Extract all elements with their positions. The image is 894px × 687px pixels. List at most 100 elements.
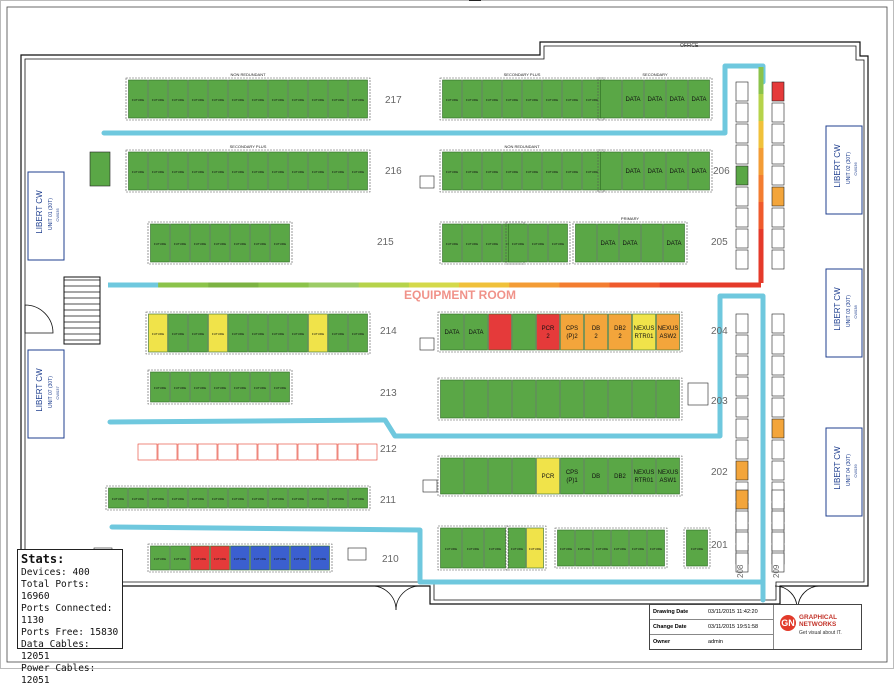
rack[interactable] (440, 457, 464, 495)
rack[interactable] (208, 151, 228, 191)
rack[interactable] (197, 443, 218, 461)
rack[interactable] (735, 207, 749, 228)
rack[interactable] (168, 151, 188, 191)
rack[interactable] (308, 79, 328, 119)
rack[interactable] (168, 487, 188, 509)
rack[interactable] (150, 223, 170, 263)
rack[interactable] (600, 151, 622, 191)
equipment-box[interactable] (347, 547, 367, 561)
rack[interactable] (735, 102, 749, 123)
rack[interactable] (462, 151, 482, 191)
rack[interactable] (442, 79, 462, 119)
rack[interactable] (575, 223, 597, 263)
rack[interactable] (771, 186, 785, 207)
rack[interactable] (771, 249, 785, 270)
rack[interactable] (771, 552, 785, 573)
rack[interactable] (735, 552, 749, 573)
rack[interactable] (735, 355, 749, 376)
rack[interactable] (647, 529, 665, 567)
rack[interactable] (666, 151, 688, 191)
rack[interactable] (310, 545, 330, 571)
rack[interactable] (771, 207, 785, 228)
rack[interactable] (157, 443, 178, 461)
rack[interactable] (230, 545, 250, 571)
rack[interactable] (522, 79, 542, 119)
rack[interactable] (482, 79, 502, 119)
rack[interactable] (735, 460, 749, 481)
rack[interactable] (656, 457, 680, 495)
rack[interactable] (210, 545, 230, 571)
rack[interactable] (771, 228, 785, 249)
rack[interactable] (656, 313, 680, 351)
rack[interactable] (317, 443, 338, 461)
rack[interactable] (641, 223, 663, 263)
rack[interactable] (512, 379, 536, 419)
rack[interactable] (488, 313, 512, 351)
rack[interactable] (562, 151, 582, 191)
rack[interactable] (248, 151, 268, 191)
rack[interactable] (632, 379, 656, 419)
rack[interactable] (735, 531, 749, 552)
rack[interactable] (735, 144, 749, 165)
rack[interactable] (250, 545, 270, 571)
rack[interactable] (328, 151, 348, 191)
rack[interactable] (288, 487, 308, 509)
rack[interactable] (608, 457, 632, 495)
rack[interactable] (488, 379, 512, 419)
rack[interactable] (440, 313, 464, 351)
rack[interactable] (735, 313, 749, 334)
rack[interactable] (290, 545, 310, 571)
rack[interactable] (308, 313, 328, 353)
rack[interactable] (177, 443, 198, 461)
rack[interactable] (348, 313, 368, 353)
rack[interactable] (508, 223, 528, 263)
rack[interactable] (190, 545, 210, 571)
rack[interactable] (148, 313, 168, 353)
rack[interactable] (771, 510, 785, 531)
rack[interactable] (536, 313, 560, 351)
rack[interactable] (484, 527, 506, 569)
rack[interactable] (771, 531, 785, 552)
rack[interactable] (735, 376, 749, 397)
rack[interactable] (150, 545, 170, 571)
rack[interactable] (686, 529, 708, 567)
rack[interactable] (557, 529, 575, 567)
rack[interactable] (584, 313, 608, 351)
rack[interactable] (348, 487, 368, 509)
rack[interactable] (629, 529, 647, 567)
rack[interactable] (464, 313, 488, 351)
rack[interactable] (771, 397, 785, 418)
rack[interactable] (148, 151, 168, 191)
rack[interactable] (228, 79, 248, 119)
rack[interactable] (735, 510, 749, 531)
rack[interactable] (270, 545, 290, 571)
rack[interactable] (228, 313, 248, 353)
rack[interactable] (250, 223, 270, 263)
rack[interactable] (512, 457, 536, 495)
rack[interactable] (170, 545, 190, 571)
rack[interactable] (288, 313, 308, 353)
rack[interactable] (560, 379, 584, 419)
rack[interactable] (771, 144, 785, 165)
rack[interactable] (508, 527, 526, 569)
rack[interactable] (735, 439, 749, 460)
rack[interactable] (771, 460, 785, 481)
rack[interactable] (632, 457, 656, 495)
rack[interactable] (735, 489, 749, 510)
rack[interactable] (771, 489, 785, 510)
rack[interactable] (297, 443, 318, 461)
rack[interactable] (735, 81, 749, 102)
rack[interactable] (190, 371, 210, 403)
rack[interactable] (228, 151, 248, 191)
rack[interactable] (328, 313, 348, 353)
rack[interactable] (248, 79, 268, 119)
equipment-box[interactable] (419, 337, 435, 351)
equipment-box[interactable] (687, 382, 709, 406)
rack[interactable] (208, 313, 228, 353)
rack[interactable] (277, 443, 298, 461)
rack[interactable] (735, 228, 749, 249)
rack[interactable] (611, 529, 629, 567)
rack[interactable] (137, 443, 158, 461)
rack[interactable] (584, 457, 608, 495)
